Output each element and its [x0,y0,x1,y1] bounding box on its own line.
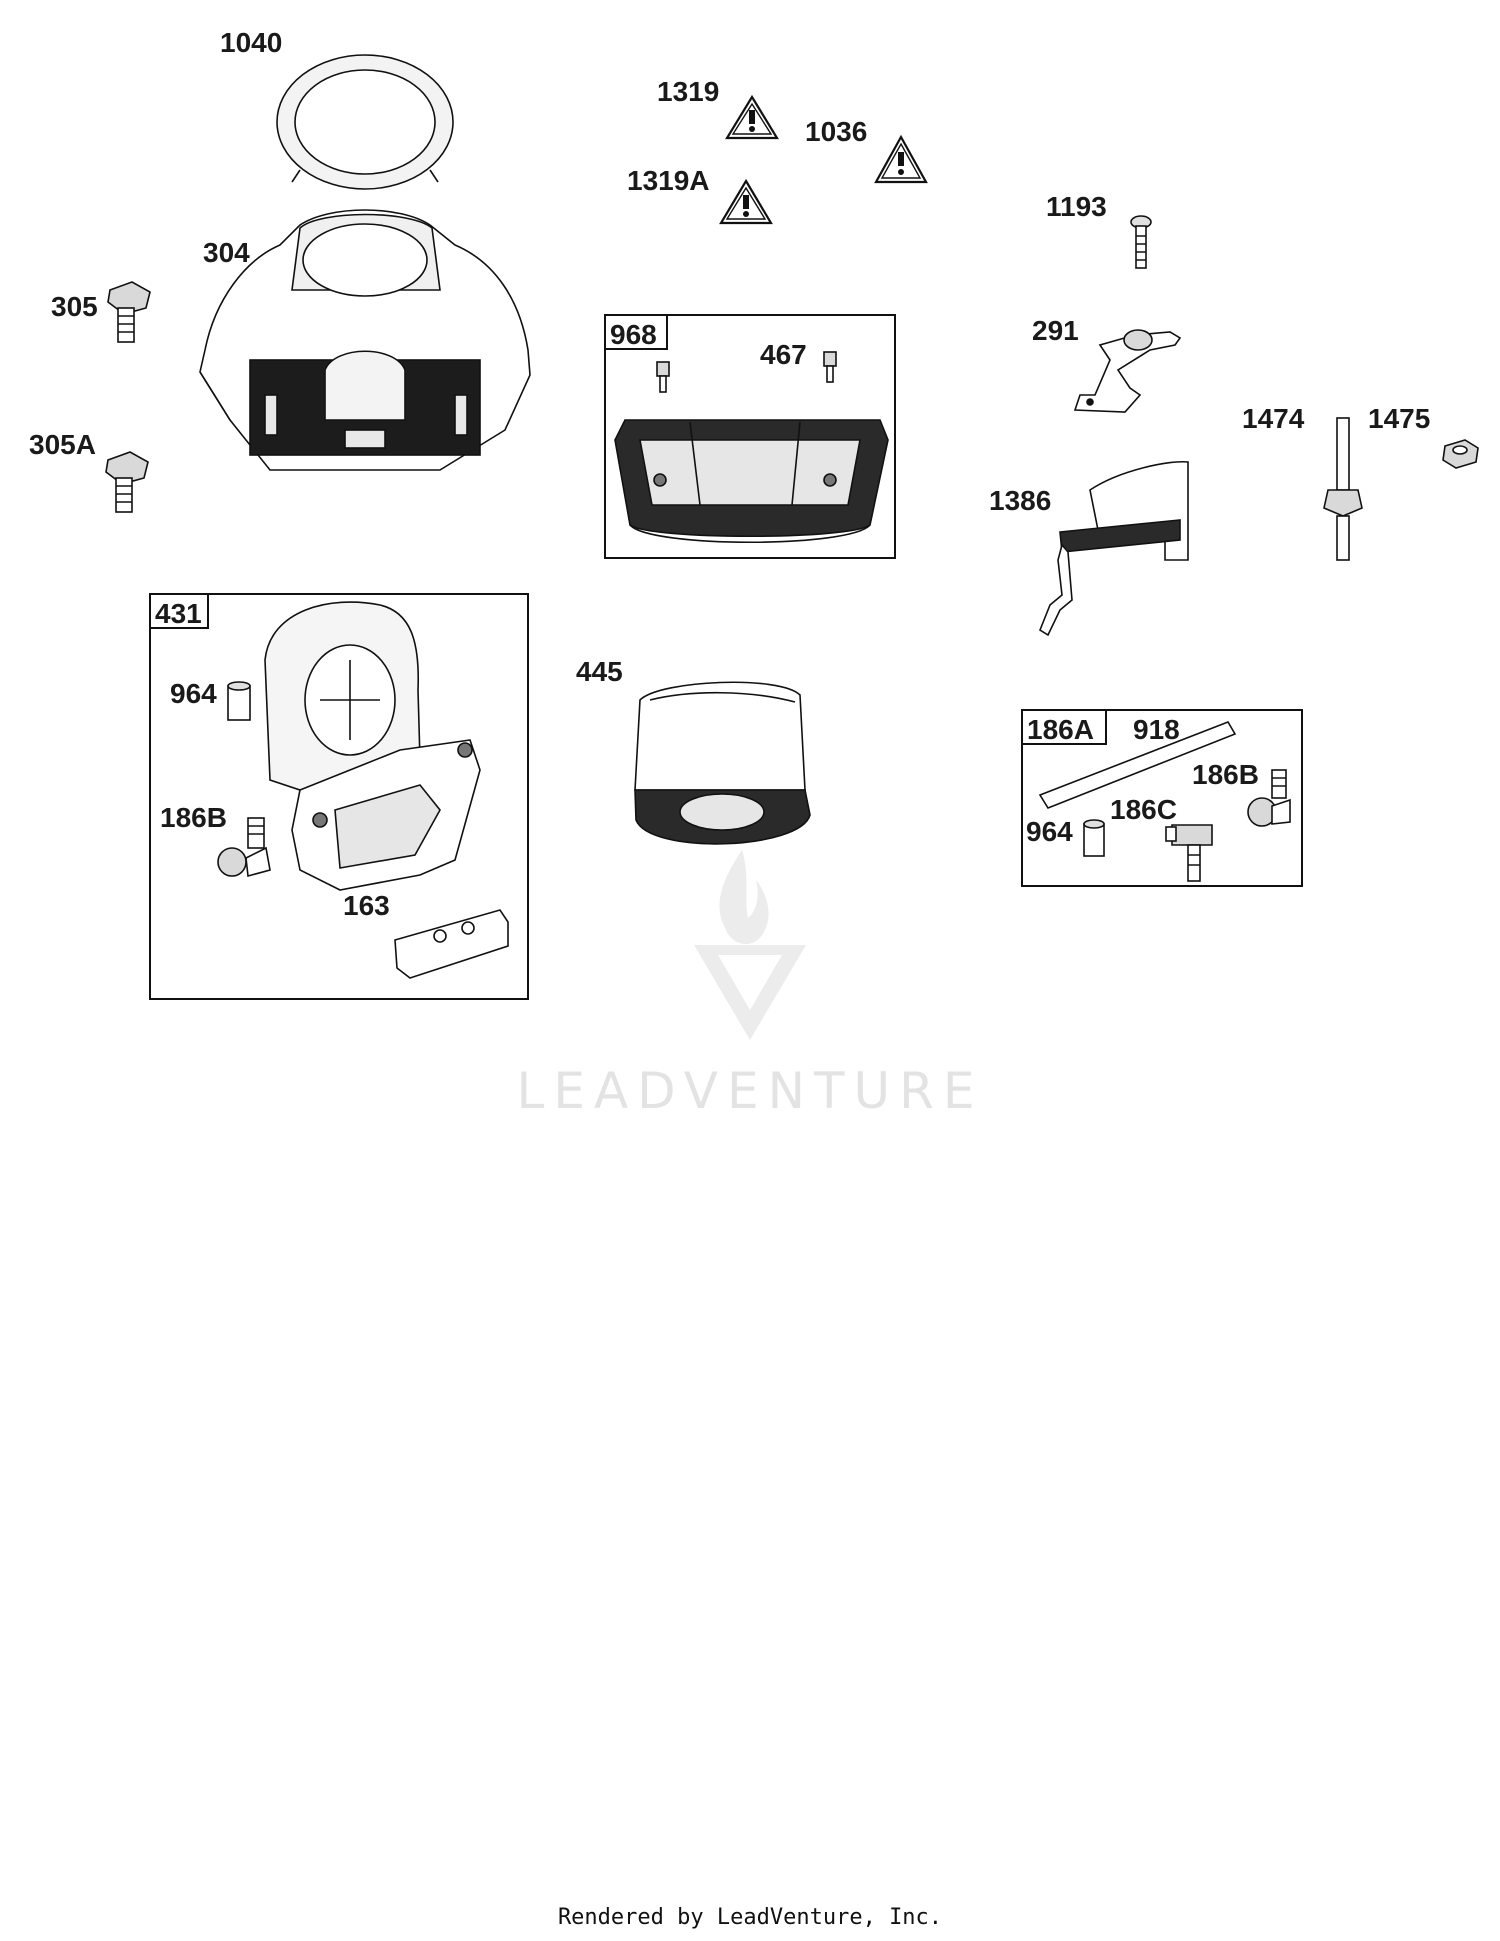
box-431-label: 431 [155,598,202,629]
callout-1319: 1319 [657,76,719,107]
part-291-bracket[interactable] [1073,329,1182,413]
part-186b-fitting[interactable] [217,817,271,878]
part-186c-fitting[interactable] [1165,824,1213,882]
callout-467: 467 [760,339,807,370]
box-968-tag [604,314,668,350]
part-918-hose[interactable] [1038,721,1237,809]
part-1193-screw[interactable] [1130,215,1152,269]
part-964-spacer-2[interactable] [1083,819,1105,857]
box-431-tag [149,593,209,629]
watermark-text: LEADVENTURE [517,1062,984,1120]
callout-1386: 1386 [989,485,1051,516]
callout-1040: 1040 [220,27,282,58]
box-968-label: 968 [610,319,657,350]
callout-186b-2: 186B [1192,759,1259,790]
part-305-screw[interactable] [107,281,151,343]
callout-1193: 1193 [1046,191,1107,222]
callout-1319a: 1319A [627,165,710,196]
callout-291: 291 [1032,315,1079,346]
warning-triangle-icon [725,94,779,140]
box-968 [604,314,896,559]
part-1475-nut[interactable] [1442,439,1479,469]
callout-1474: 1474 [1242,403,1305,434]
part-445-air-filter[interactable] [634,681,811,845]
callout-964: 964 [170,678,217,709]
part-968-cover[interactable] [614,419,889,543]
part-304-blower-housing[interactable] [199,209,531,471]
box-186a-tag [1021,709,1107,745]
part-1474-stud[interactable] [1323,417,1363,561]
part-964-spacer[interactable] [227,681,251,721]
leadventure-logo-icon [694,850,806,1040]
footer-credit: Rendered by LeadVenture, Inc. [557,1905,943,1930]
part-186b-fitting-2[interactable] [1247,769,1291,827]
callout-305: 305 [51,291,98,322]
callout-918: 918 [1133,714,1180,745]
part-163-gasket[interactable] [394,909,509,979]
box-186a-label: 186A [1027,714,1094,745]
part-305a-screw[interactable] [105,451,149,513]
warning-triangle-icon [719,178,773,225]
callout-1036: 1036 [805,116,867,147]
callout-964-2: 964 [1026,816,1073,847]
callout-445: 445 [576,656,623,687]
callout-163: 163 [343,890,390,921]
callout-1475: 1475 [1368,403,1430,434]
part-1386-deflector[interactable] [1039,460,1189,637]
part-1040-ring[interactable] [276,54,454,190]
callout-305a: 305A [29,429,96,460]
box-431 [149,593,529,1000]
callout-186b: 186B [160,802,227,833]
part-467-screw[interactable] [656,351,837,393]
box-186a [1021,709,1303,887]
part-431-air-filter-base[interactable] [264,601,481,891]
callout-186c: 186C [1110,794,1177,825]
warning-triangle-icon [874,134,928,184]
callout-304: 304 [203,237,250,268]
